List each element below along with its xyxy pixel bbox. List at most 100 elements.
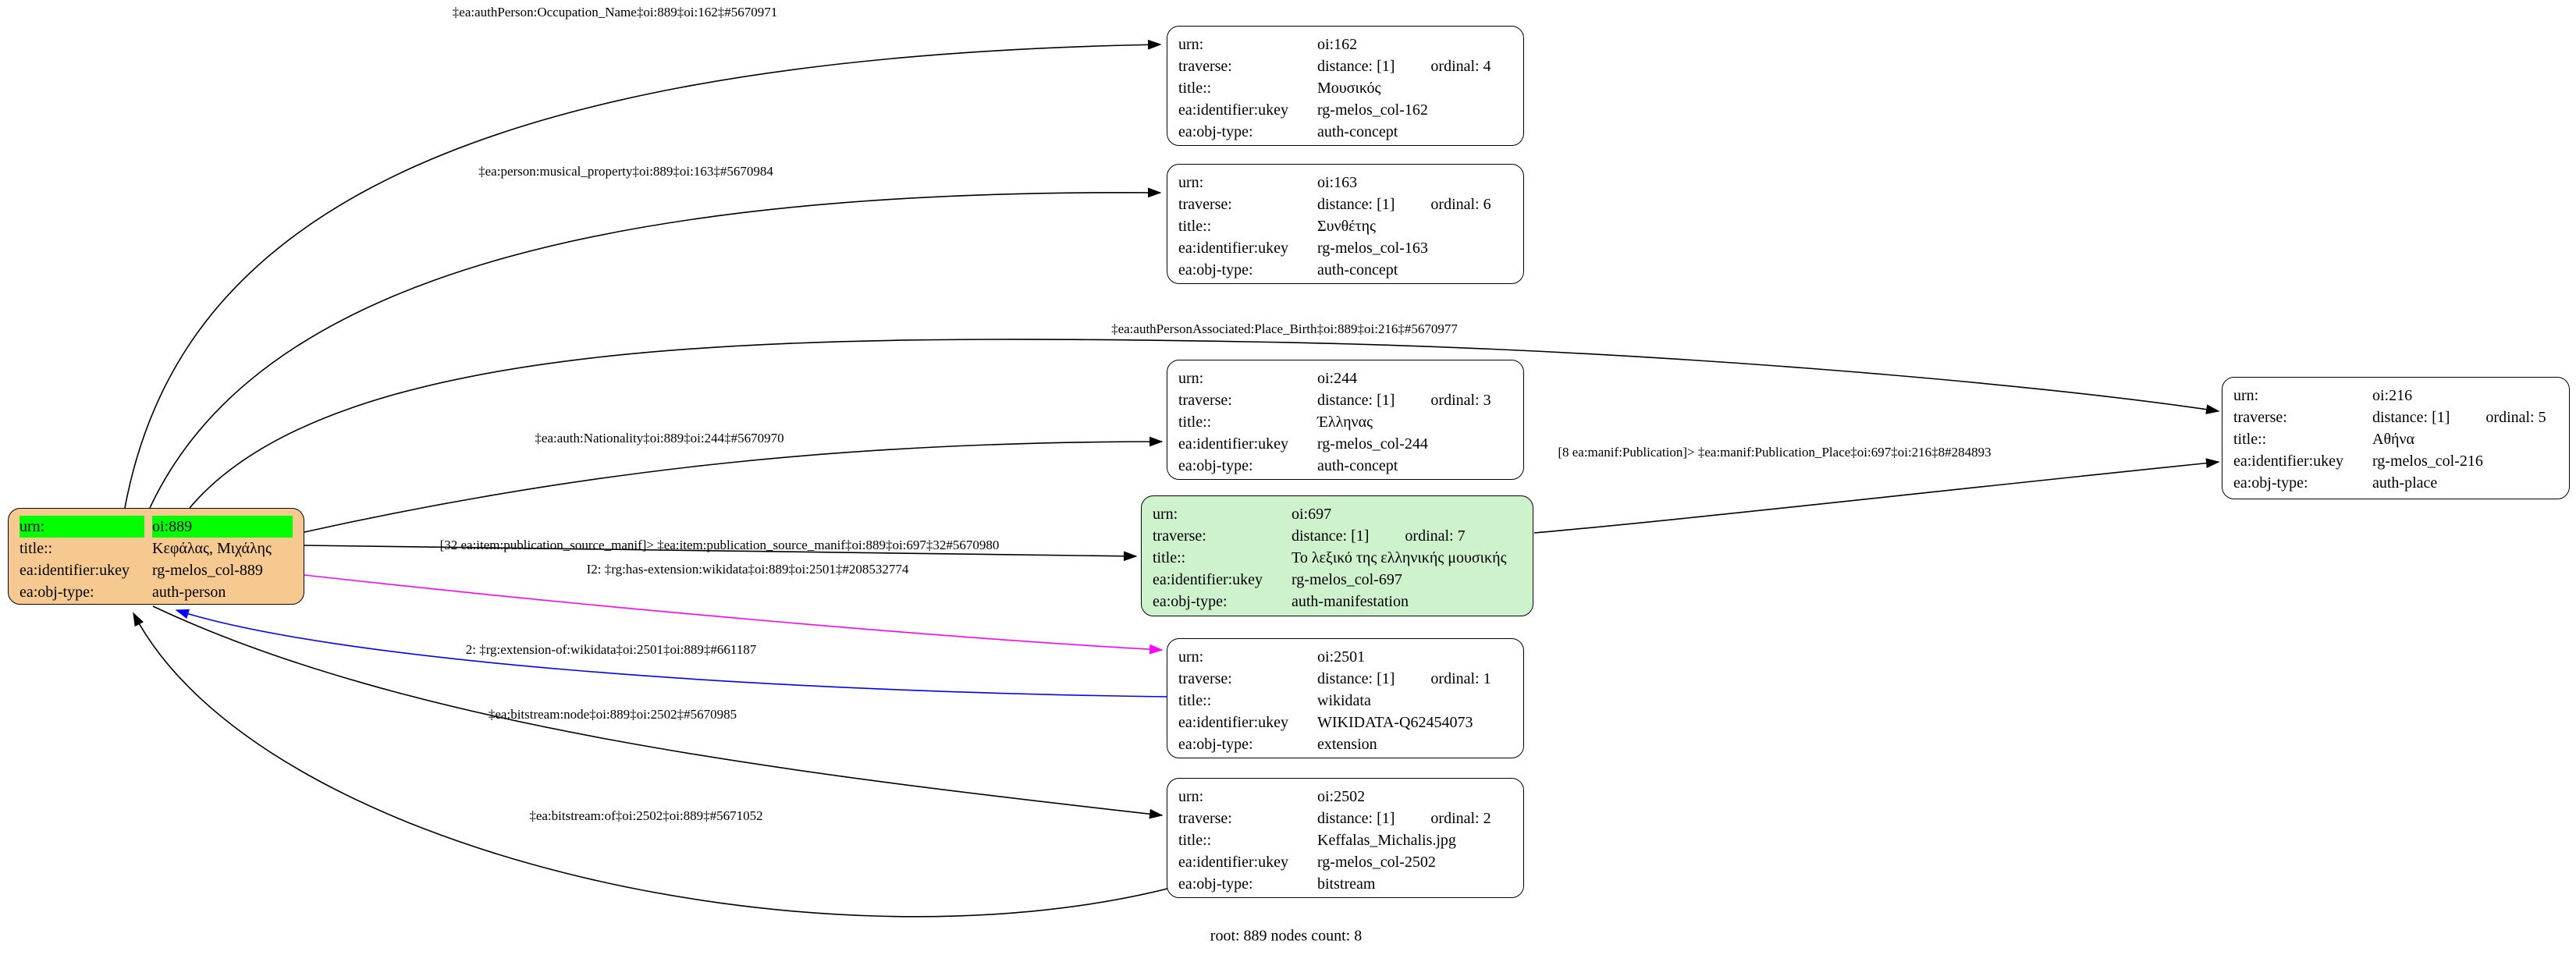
edge-label-publication-place: [8 ea:manif:Publication]> ‡ea:manif:Publ… bbox=[1558, 445, 1992, 460]
node-row: title:: Κεφάλας, Μιχάλης bbox=[20, 538, 293, 559]
field-key: urn: bbox=[20, 516, 144, 538]
field-value: rg-melos_col-697 bbox=[1292, 571, 1402, 588]
edge-label-occupation-name: ‡ea:authPerson:Occupation_Name‡oi:889‡oi… bbox=[452, 5, 778, 20]
field-value: rg-melos_col-162 bbox=[1317, 101, 1428, 119]
field-value2: ordinal: 3 bbox=[1430, 392, 1491, 409]
edge-bitstream-of bbox=[133, 612, 1171, 918]
field-key: title:: bbox=[1178, 218, 1212, 235]
field-key: ea:obj-type: bbox=[1178, 261, 1253, 279]
field-value: auth-place bbox=[2372, 474, 2438, 492]
node-oi-697[interactable]: urn:oi:697 traverse:distance: [1]ordinal… bbox=[1141, 495, 1533, 616]
field-key: urn: bbox=[1153, 506, 1178, 523]
field-value: oi:889 bbox=[152, 516, 293, 538]
field-value: rg-melos_col-216 bbox=[2372, 453, 2483, 470]
edge-extension-of bbox=[175, 609, 1167, 698]
field-value: oi:163 bbox=[1317, 174, 1358, 191]
node-oi-244[interactable]: urn: oi:244 traverse: distance: [1] ordinal… bbox=[1167, 360, 1524, 480]
graph-caption: root: 889 nodes count: 8 bbox=[1210, 927, 1363, 945]
edge-label-extension-of: 2: ‡rg:extension-of:wikidata‡oi:2501‡oi:… bbox=[465, 642, 757, 657]
node-oi-2502[interactable]: urn: oi:2502 traverse: distance: [1] ordina… bbox=[1167, 778, 1524, 898]
field-value: Μουσικός bbox=[1317, 80, 1381, 97]
field-key: urn: bbox=[1178, 788, 1204, 805]
field-key: urn: bbox=[1178, 36, 1204, 53]
field-value: auth-person bbox=[152, 584, 226, 601]
field-value2: ordinal: 7 bbox=[1405, 527, 1466, 545]
field-value: rg-melos_col-244 bbox=[1317, 435, 1428, 453]
node-oi-2501[interactable]: urn:oi:2501 traverse:distance: [1]ordina… bbox=[1167, 638, 1524, 758]
field-value: Κεφάλας, Μιχάλης bbox=[152, 540, 272, 557]
field-value: Συνθέτης bbox=[1317, 218, 1376, 235]
field-value: bitstream bbox=[1317, 875, 1376, 893]
field-key: ea:obj-type: bbox=[2233, 474, 2308, 492]
field-key: title:: bbox=[1153, 549, 1186, 566]
field-value: rg-melos_col-889 bbox=[152, 562, 263, 579]
field-key: ea:obj-type: bbox=[1153, 593, 1228, 610]
field-key: title:: bbox=[1178, 80, 1212, 97]
edge-label-bitstream-node: ‡ea:bitstream:node‡oi:889‡oi:2502‡#56709… bbox=[488, 707, 737, 722]
field-key: ea:obj-type: bbox=[1178, 736, 1253, 753]
field-value: distance: [1] bbox=[1317, 810, 1395, 827]
field-value: auth-concept bbox=[1317, 261, 1398, 279]
field-key: traverse: bbox=[1178, 392, 1232, 409]
field-value: oi:216 bbox=[2372, 387, 2413, 404]
edge-place-birth bbox=[189, 339, 2220, 509]
edge-label-has-extension: I2: ‡rg:has-extension:wikidata‡oi:889‡oi… bbox=[586, 562, 909, 577]
field-key: urn: bbox=[1178, 174, 1204, 191]
field-key: ea:obj-type: bbox=[1178, 123, 1253, 140]
edge-label-nationality: ‡ea:auth:Nationality‡oi:889‡oi:244‡#5670… bbox=[535, 431, 784, 446]
field-key: ea:identifier:ukey bbox=[1178, 435, 1289, 453]
field-value: extension bbox=[1317, 736, 1377, 753]
field-value: distance: [1] bbox=[1317, 670, 1395, 687]
field-value: oi:2502 bbox=[1317, 788, 1366, 805]
field-value2: ordinal: 1 bbox=[1430, 670, 1491, 687]
field-key: title:: bbox=[20, 540, 53, 557]
field-value: auth-concept bbox=[1317, 123, 1398, 140]
field-key: ea:obj-type: bbox=[1178, 875, 1253, 893]
field-value: distance: [1] bbox=[1292, 527, 1370, 545]
field-key: traverse: bbox=[1178, 196, 1232, 213]
edge-publication-source-manif bbox=[304, 545, 1138, 562]
node-oi-162[interactable]: urn: oi:162 traverse: distance: [1] ordinal… bbox=[1167, 26, 1524, 146]
edge-label-musical-property: ‡ea:person:musical_property‡oi:889‡oi:16… bbox=[478, 164, 773, 179]
field-key: urn: bbox=[1178, 370, 1204, 387]
edge-has-extension bbox=[304, 574, 1164, 655]
field-value: Έλληνας bbox=[1317, 414, 1373, 431]
field-key: ea:identifier:ukey bbox=[1178, 101, 1289, 119]
edge-publication-place bbox=[1533, 458, 2220, 534]
field-value2: ordinal: 5 bbox=[2485, 409, 2546, 426]
field-value: distance: [1] bbox=[1317, 58, 1395, 75]
edge-label-publication-source-manif: [32 ea:item:publication_source_manif]> ‡… bbox=[439, 538, 1000, 552]
field-key: urn: bbox=[2233, 387, 2259, 404]
field-key: traverse: bbox=[1178, 810, 1232, 827]
field-value: oi:162 bbox=[1317, 36, 1358, 53]
field-value: auth-concept bbox=[1317, 457, 1398, 474]
node-oi-216[interactable]: urn:oi:216 traverse:distance: [1]ordinal… bbox=[2222, 377, 2570, 499]
field-key: traverse: bbox=[1178, 58, 1232, 75]
field-value: oi:697 bbox=[1292, 506, 1332, 523]
field-key: ea:identifier:ukey bbox=[20, 562, 130, 579]
field-value2: ordinal: 4 bbox=[1430, 58, 1491, 75]
field-key: urn: bbox=[1178, 648, 1204, 666]
field-key: title:: bbox=[1178, 414, 1212, 431]
node-row: ea:identifier:ukey rg-melos_col-889 bbox=[20, 559, 293, 581]
field-key: traverse: bbox=[2233, 409, 2287, 426]
field-key: title:: bbox=[1178, 692, 1212, 709]
edge-occupation-name bbox=[124, 39, 1162, 509]
node-row: urn: oi:889 bbox=[20, 516, 293, 538]
field-key: ea:identifier:ukey bbox=[1178, 240, 1289, 257]
field-key: ea:obj-type: bbox=[20, 584, 94, 601]
field-value: oi:244 bbox=[1317, 370, 1358, 387]
node-oi-163[interactable]: urn: oi:163 traverse: distance: [1] ordinal… bbox=[1167, 164, 1524, 284]
field-key: title:: bbox=[2233, 431, 2267, 448]
node-oi-889[interactable]: urn: oi:889 title:: Κεφάλας, Μιχάλης ea:… bbox=[8, 508, 304, 605]
field-value: distance: [1] bbox=[1317, 196, 1395, 213]
edge-musical-property bbox=[149, 187, 1162, 509]
field-value: Αθήνα bbox=[2372, 431, 2415, 448]
field-key: ea:identifier:ukey bbox=[2233, 453, 2344, 470]
field-value2: ordinal: 6 bbox=[1430, 196, 1491, 213]
field-key: ea:identifier:ukey bbox=[1178, 854, 1289, 871]
field-value: distance: [1] bbox=[1317, 392, 1395, 409]
field-value2: ordinal: 2 bbox=[1430, 810, 1491, 827]
field-key: ea:identifier:ukey bbox=[1153, 571, 1263, 588]
